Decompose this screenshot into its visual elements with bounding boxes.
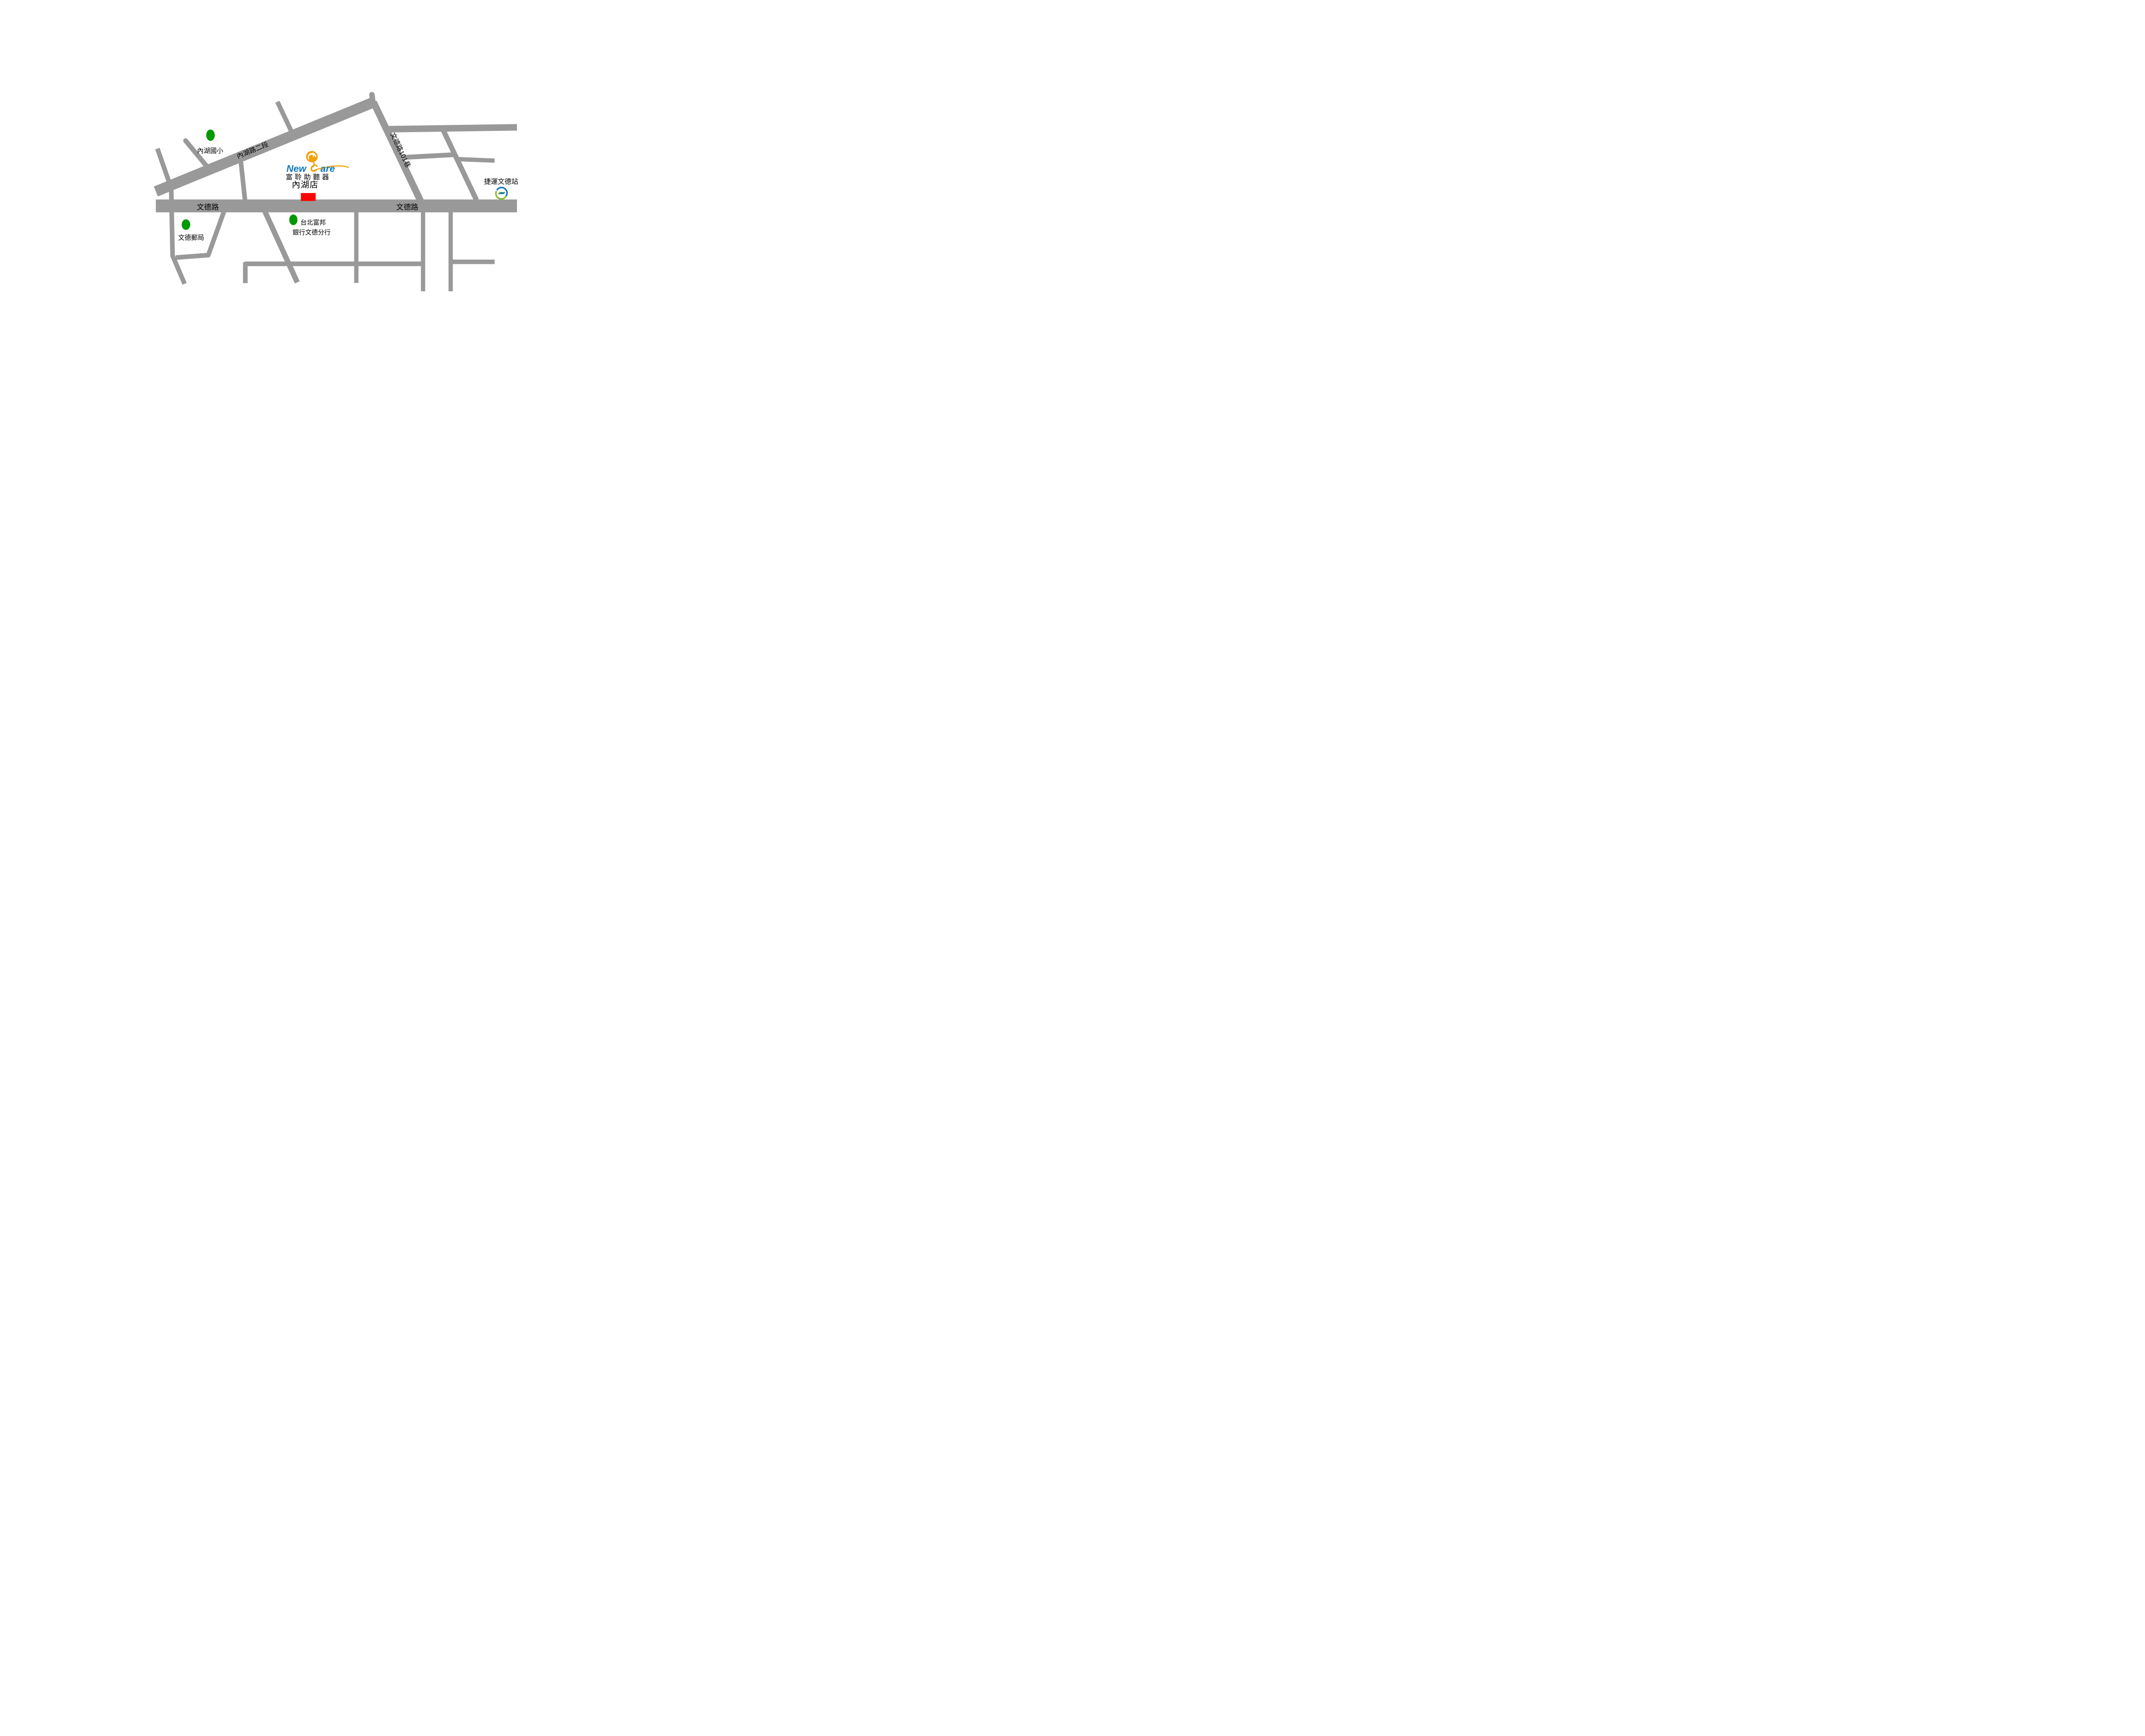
road-postoffice-block: [175, 208, 227, 260]
road-branch-rounded-stub: [183, 138, 211, 171]
road-north-horizontal-lower: [401, 152, 456, 160]
mrt-logo-blue-arc: [496, 187, 508, 197]
mrt-logo-green-arc: [495, 191, 507, 200]
label-wende-road-west: 文德路: [196, 203, 219, 211]
wordmark-new: New: [287, 163, 307, 174]
label-mrt-station: 捷運文德站: [484, 178, 518, 185]
post-office-marker-dot: [181, 219, 190, 230]
mrt-station: 捷運文德站: [484, 178, 518, 200]
landmark-school: 內湖國小: [197, 129, 223, 154]
road-network: [154, 92, 517, 291]
store-location-marker: [301, 193, 316, 201]
road-center-connector: [238, 158, 248, 206]
road-north-horizontal-upper: [388, 124, 517, 133]
label-wende-road-east: 文德路: [396, 203, 419, 211]
newcare-logo: New C are 富聆助聽器 內湖店: [286, 151, 349, 201]
brand-chinese-name: 富聆助聽器: [286, 173, 331, 181]
label-bank-line1: 台北富邦: [300, 218, 326, 226]
branch-name: 內湖店: [292, 180, 318, 190]
road-lane101: [370, 100, 426, 207]
map-canvas: 文德路 文德路 內湖路二段 文德路101巷 內湖國小 文德郵局 台北富邦 銀行文…: [154, 92, 518, 291]
store-location-map: 文德路 文德路 內湖路二段 文德路101巷 內湖國小 文德郵局 台北富邦 銀行文…: [0, 0, 595, 347]
road-south-diagonal: [260, 205, 300, 284]
swirl-spiral: [308, 153, 316, 160]
road-school-to-postoffice: [155, 148, 187, 285]
wordmark-c: C: [310, 163, 318, 175]
swirl-tail: [312, 161, 315, 168]
road-north-horizontal-short: [456, 157, 495, 163]
road-south-horizontal-west: [243, 261, 423, 283]
newcare-swirl-icon: [306, 151, 349, 172]
newcare-wordmark: New C are: [287, 163, 335, 175]
road-north-diagonal-connector: [439, 125, 479, 201]
mrt-logo-blue-chevron: [499, 192, 505, 195]
label-school: 內湖國小: [197, 147, 223, 154]
mrt-logo-icon: [495, 187, 508, 200]
wordmark-are: are: [320, 163, 335, 174]
swirl-swoosh: [311, 165, 349, 172]
label-bank-line2: 銀行文德分行: [293, 228, 331, 236]
road-branch-upper-center: [275, 100, 294, 134]
bank-marker-dot: [289, 214, 298, 225]
landmark-post-office: 文德郵局: [178, 219, 204, 242]
road-neihu-section2: [154, 97, 376, 197]
school-marker-dot: [206, 129, 215, 141]
landmark-bank: 台北富邦 銀行文德分行: [289, 214, 331, 236]
label-post-office: 文德郵局: [178, 234, 204, 242]
